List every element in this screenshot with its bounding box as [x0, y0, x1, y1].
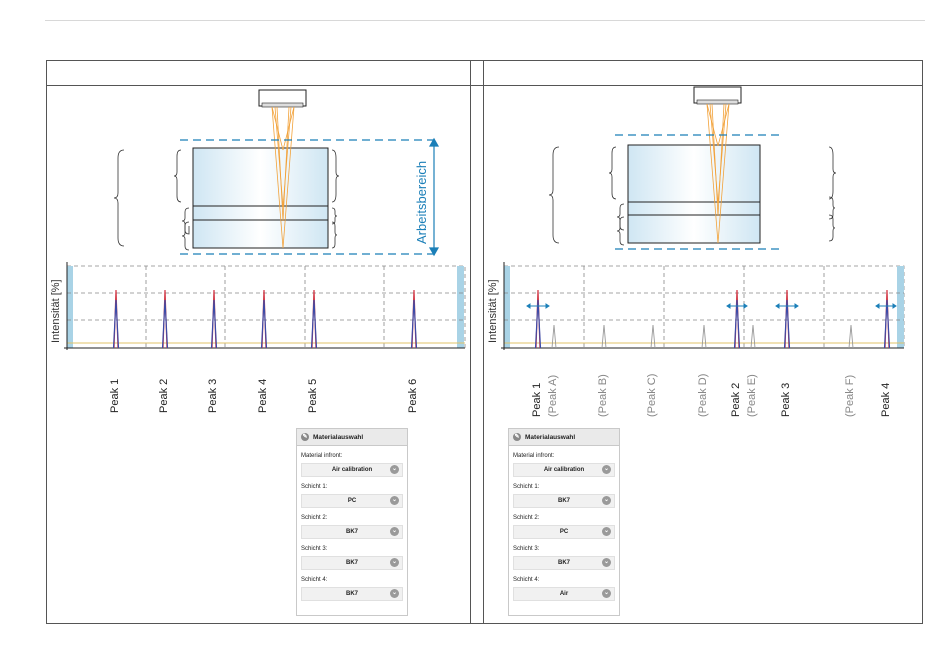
peak-label-secondary: (Peak E) [746, 374, 758, 417]
field-label: Schicht 4: [301, 577, 328, 583]
select-value: BK7 [557, 560, 570, 566]
select-value: BK7 [345, 560, 358, 566]
braces-right [548, 146, 837, 246]
chevron-down-icon[interactable]: ⌄ [390, 589, 399, 598]
top-rule [45, 20, 925, 21]
peak-label: Peak 6 [407, 378, 419, 413]
field-label: Schicht 1: [513, 484, 540, 490]
light-beams-left [271, 106, 295, 249]
panel-title: Materialauswahl [313, 433, 364, 441]
select-value: Air [559, 591, 569, 597]
measuring-range-left [180, 139, 440, 255]
peak-label: Peak 3 [207, 378, 219, 413]
chevron-down-icon[interactable]: ⌄ [602, 496, 611, 505]
y-axis-label-left: Intensität [%] [50, 279, 62, 343]
select-value: Air calibration [331, 467, 373, 473]
layer-select[interactable]: BK7 ⌄ [301, 525, 403, 539]
braces-left [113, 149, 340, 251]
field-label: Schicht 2: [513, 515, 540, 521]
chevron-down-icon[interactable]: ⌄ [602, 465, 611, 474]
column-divider [470, 61, 471, 623]
sensor-head-right [693, 86, 742, 105]
sample-layers-right [627, 144, 761, 244]
field-label: Material infront: [301, 453, 343, 459]
layer-select[interactable]: BK7 ⌄ [513, 494, 615, 508]
peak-label: Peak 5 [307, 378, 319, 413]
intensity-chart-left [64, 262, 466, 350]
peak-label: Peak 2 [730, 382, 742, 417]
layer-select[interactable]: Air ⌄ [513, 587, 615, 601]
field-label: Schicht 1: [301, 484, 328, 490]
column-divider [483, 61, 484, 623]
chevron-down-icon[interactable]: ⌄ [602, 527, 611, 536]
pencil-icon: ✎ [513, 433, 521, 441]
peak-label: Peak 2 [158, 378, 170, 413]
select-value: Air calibration [543, 467, 585, 473]
peak-label-secondary: (Peak B) [597, 374, 609, 417]
peak-label: Peak 4 [880, 382, 892, 417]
sample-layers-left [192, 147, 329, 249]
y-axis-label-right: Intensität [%] [487, 279, 499, 343]
range-arrow-left [428, 137, 440, 257]
panel-header: ✎ Materialauswahl [297, 429, 407, 446]
field-label: Schicht 3: [301, 546, 328, 552]
select-value: BK7 [557, 498, 570, 504]
sensor-head-left [258, 89, 307, 108]
field-label: Schicht 2: [301, 515, 328, 521]
field-label: Material infront: [513, 453, 555, 459]
peak-label-secondary: (Peak A) [547, 374, 559, 417]
chevron-down-icon[interactable]: ⌄ [602, 558, 611, 567]
measuring-range-label: Arbeitsbereich [414, 160, 429, 244]
panel-title: Materialauswahl [525, 433, 576, 441]
peak-label-secondary: (Peak D) [697, 373, 709, 417]
chevron-down-icon[interactable]: ⌄ [390, 496, 399, 505]
light-beams-right [706, 103, 730, 244]
peak-label: Peak 4 [257, 378, 269, 413]
panel-header: ✎ Materialauswahl [509, 429, 619, 446]
chevron-down-icon[interactable]: ⌄ [390, 558, 399, 567]
pencil-icon: ✎ [301, 433, 309, 441]
measuring-range-right [615, 134, 780, 250]
peak-label: Peak 3 [780, 382, 792, 417]
layer-select[interactable]: PC ⌄ [301, 494, 403, 508]
peak-label: Peak 1 [109, 378, 121, 413]
peak-label: Peak 1 [531, 382, 543, 417]
intensity-chart-right [501, 262, 905, 350]
field-label: Schicht 4: [513, 577, 540, 583]
figure-frame [46, 60, 923, 624]
select-value: BK7 [345, 591, 358, 597]
peak-label-secondary: (Peak C) [646, 373, 658, 417]
field-label: Schicht 3: [513, 546, 540, 552]
select-value: BK7 [345, 529, 358, 535]
select-value: PC [559, 529, 569, 535]
material-selection-panel-right: ✎ Materialauswahl Material infront: Air … [508, 428, 620, 616]
select-value: PC [347, 498, 357, 504]
layer-select[interactable]: PC ⌄ [513, 525, 615, 539]
layer-select[interactable]: BK7 ⌄ [301, 556, 403, 570]
material-select[interactable]: Air calibration ⌄ [301, 463, 403, 477]
chevron-down-icon[interactable]: ⌄ [390, 465, 399, 474]
frame-header [47, 61, 922, 86]
chevron-down-icon[interactable]: ⌄ [390, 527, 399, 536]
material-select[interactable]: Air calibration ⌄ [513, 463, 615, 477]
peak-label-secondary: (Peak F) [844, 374, 856, 417]
material-selection-panel-left: ✎ Materialauswahl Material infront: Air … [296, 428, 408, 616]
layer-select[interactable]: BK7 ⌄ [513, 556, 615, 570]
layer-select[interactable]: BK7 ⌄ [301, 587, 403, 601]
chevron-down-icon[interactable]: ⌄ [602, 589, 611, 598]
